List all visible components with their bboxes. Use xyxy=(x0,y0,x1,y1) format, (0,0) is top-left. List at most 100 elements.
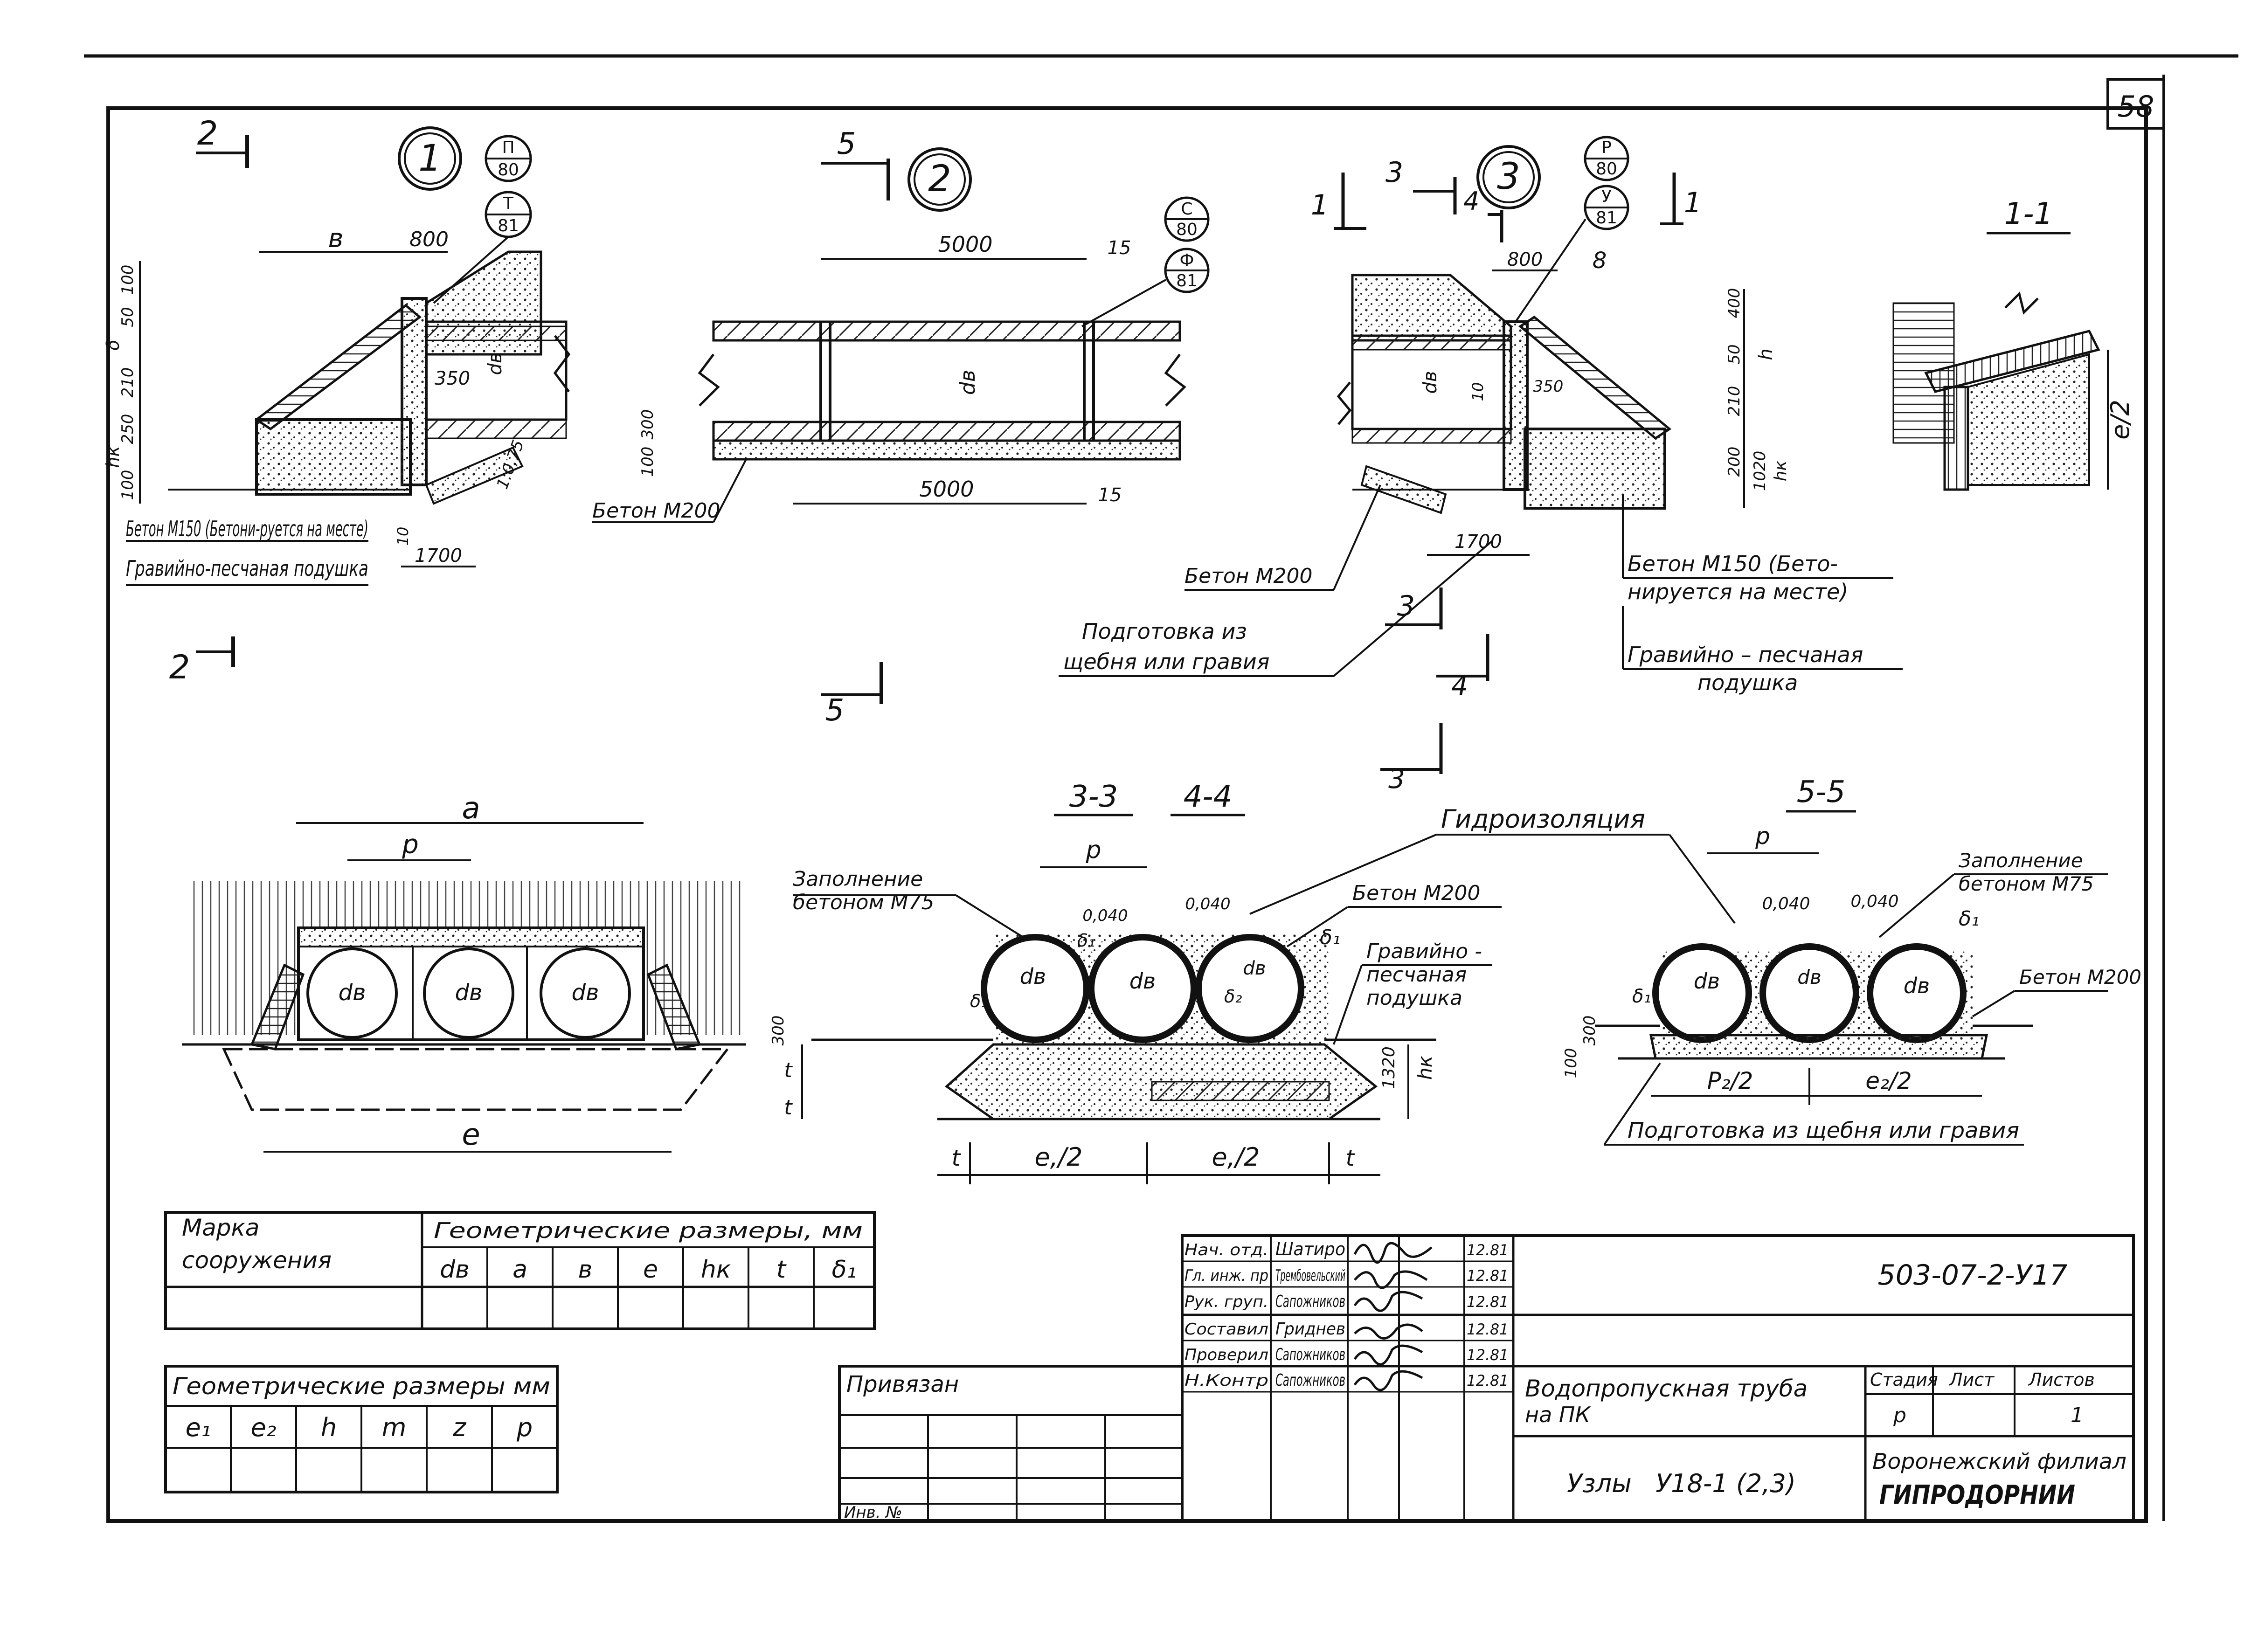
dim-1700-node1: 1700 xyxy=(415,545,462,567)
staff-row-3: Рук. груп. Сапожников 12.81 xyxy=(1184,1292,1509,1311)
s33-dv-2: dв xyxy=(1129,968,1156,994)
dim-350-node1: 350 xyxy=(435,368,470,389)
s33-delta1-b: δ₁ xyxy=(970,991,988,1011)
front-pipe-2 xyxy=(423,947,514,1039)
node3-prep-gravel-line2: щебня или гравия xyxy=(1063,649,1269,674)
s55-fill-m75-2: бетоном М75 xyxy=(1959,872,2094,895)
svg-text:Ф: Ф xyxy=(1180,251,1194,270)
node1-gravel-pad: Гравийно-песчаная подушка xyxy=(126,556,368,581)
node-1-drawing: 1 П 80 Т 81 2 в 800 100 50 δ xyxy=(103,114,571,686)
svg-text:12.81: 12.81 xyxy=(1467,1267,1509,1285)
dim-5000-bottom: 5000 xyxy=(919,477,974,502)
svg-text:400: 400 xyxy=(1725,288,1744,318)
section-mark-5-top: 5 xyxy=(837,127,856,161)
svg-text:е₂: е₂ xyxy=(251,1413,277,1442)
dim-dv-node2: dв xyxy=(956,370,980,395)
dim-dv-node3: dв xyxy=(1420,371,1441,394)
s33-gravel-3: подушка xyxy=(1366,986,1462,1010)
node3-gravel-pad-line2: подушка xyxy=(1697,670,1798,695)
node-2-circle xyxy=(907,147,972,212)
front-dim-a: а xyxy=(462,791,480,826)
dim-10-node3: 10 xyxy=(1469,382,1487,401)
node-3-embankment xyxy=(1351,274,1512,342)
staff-row-5: Проверил Сапожников 12.81 xyxy=(1184,1345,1509,1364)
front-dim-p: р xyxy=(402,829,419,860)
node-3-foundation xyxy=(1524,428,1666,510)
sheets-value: 1 xyxy=(2071,1403,2084,1427)
s33-delta1-c: δ₁ xyxy=(1077,930,1095,951)
s33-e1half-left: е,/2 xyxy=(1035,1142,1083,1172)
svg-text:80: 80 xyxy=(1596,159,1617,179)
svg-text:81: 81 xyxy=(1596,208,1617,228)
svg-text:100: 100 xyxy=(118,470,137,500)
node-2-number: 2 xyxy=(928,158,951,200)
document-code: 503-07-2-У17 xyxy=(1878,1259,2068,1292)
node1-concrete-m150: Бетон М150 (Бетони-руется на месте) xyxy=(126,516,368,541)
title-line-1: Водопропускная труба xyxy=(1525,1375,1808,1402)
s55-dv-2: dв xyxy=(1797,966,1821,988)
section-1-1: 1-1 е/2 xyxy=(1892,197,2135,491)
node3-concrete-m150: Бетон М150 (Бето- xyxy=(1628,551,1838,576)
s55-pipe-2 xyxy=(1759,943,1859,1043)
svg-text:Р: Р xyxy=(1601,138,1612,157)
sheet-header: Лист xyxy=(1948,1369,1995,1390)
s55-base xyxy=(1649,1034,1988,1060)
s55-dim-p: р xyxy=(1755,823,1770,850)
section-1-1-slab xyxy=(1924,330,2100,393)
s33-dv-1: dв xyxy=(1020,964,1046,989)
section-mark-5-bottom: 5 xyxy=(825,693,845,728)
section-3-3-title: 3-3 xyxy=(1069,780,1118,814)
section-4-4-title: 4-4 xyxy=(1184,780,1233,814)
svg-text:50: 50 xyxy=(1725,344,1744,364)
s33-pipe-3 xyxy=(1195,934,1304,1043)
svg-text:12.81: 12.81 xyxy=(1467,1346,1509,1364)
signature-1 xyxy=(1353,1242,1433,1264)
section-3-3-4-4: 3-3 4-4 Гидроизоляция р 0,040 0,040 Запо… xyxy=(769,780,1736,1184)
svg-text:Нач. отд.: Нач. отд. xyxy=(1184,1241,1268,1259)
section-mark-1-right: 1 xyxy=(1684,187,1702,219)
front-pipe-1 xyxy=(306,947,398,1039)
node-1-ref-top xyxy=(485,135,532,182)
dim-300-node2: 300 xyxy=(638,409,657,440)
front-foundation xyxy=(222,1048,730,1111)
dim-1700-node3: 1700 xyxy=(1455,531,1502,553)
sheet-number-box xyxy=(2106,78,2165,130)
svg-text:е: е xyxy=(643,1256,658,1284)
s55-dim-100: 100 xyxy=(1562,1048,1580,1078)
s33-0040-b: 0,040 xyxy=(1185,895,1230,913)
svg-text:z: z xyxy=(452,1413,467,1442)
svg-text:Н.Контр: Н.Контр xyxy=(1184,1371,1268,1390)
subtitle: Узлы У18-1 (2,3) xyxy=(1567,1469,1796,1498)
svg-text:t: t xyxy=(776,1256,787,1284)
svg-text:hк: hк xyxy=(103,446,123,468)
svg-text:dв: dв xyxy=(440,1256,470,1284)
signature-6 xyxy=(1353,1370,1423,1391)
s33-t-left: t xyxy=(952,1145,962,1171)
dim-8-node3: 8 xyxy=(1593,248,1607,274)
svg-text:П: П xyxy=(502,138,514,157)
staff-row-4: Составил Гриднев 12.81 xyxy=(1184,1320,1509,1339)
svg-text:12.81: 12.81 xyxy=(1467,1372,1509,1389)
node-3-drawing: 1 3 4 3 Р 80 У 81 1 800 8 xyxy=(1059,136,1903,795)
s33-delta2: δ₂ xyxy=(1224,986,1242,1007)
dim-b: в xyxy=(328,223,343,254)
front-dv-3: dв xyxy=(572,980,599,1006)
node3-prep-gravel-line1: Подготовка из xyxy=(1082,619,1247,644)
node-1-circle xyxy=(398,126,462,191)
node-2-ref-top xyxy=(1164,196,1210,242)
s55-0040-b: 0,040 xyxy=(1850,892,1898,911)
svg-text:Составил: Составил xyxy=(1184,1320,1268,1339)
node-2-drawing: 5 2 С 80 Ф 81 5000 15 dв 100 300 5000 15… xyxy=(592,127,1210,728)
section-1-1-e2: е/2 xyxy=(2106,400,2135,440)
staff-row-2: Гл. инж. пр Трембовельский 12.81 xyxy=(1184,1266,1509,1285)
node3-gravel-pad: Гравийно – песчаная xyxy=(1628,642,1863,667)
organization-line-1: Воронежский филиал xyxy=(1872,1449,2126,1474)
s33-fill-m75-2: бетоном М75 xyxy=(793,891,935,914)
s33-dim-t-b: t xyxy=(784,1096,793,1120)
dim-15-bottom: 15 xyxy=(1098,484,1122,506)
s55-p2half: Р₂/2 xyxy=(1707,1067,1753,1094)
svg-text:12.81: 12.81 xyxy=(1467,1320,1509,1338)
section-mark-2-top: 2 xyxy=(197,114,218,152)
svg-text:81: 81 xyxy=(1176,271,1198,290)
node2-concrete-m200: Бетон М200 xyxy=(592,499,720,523)
